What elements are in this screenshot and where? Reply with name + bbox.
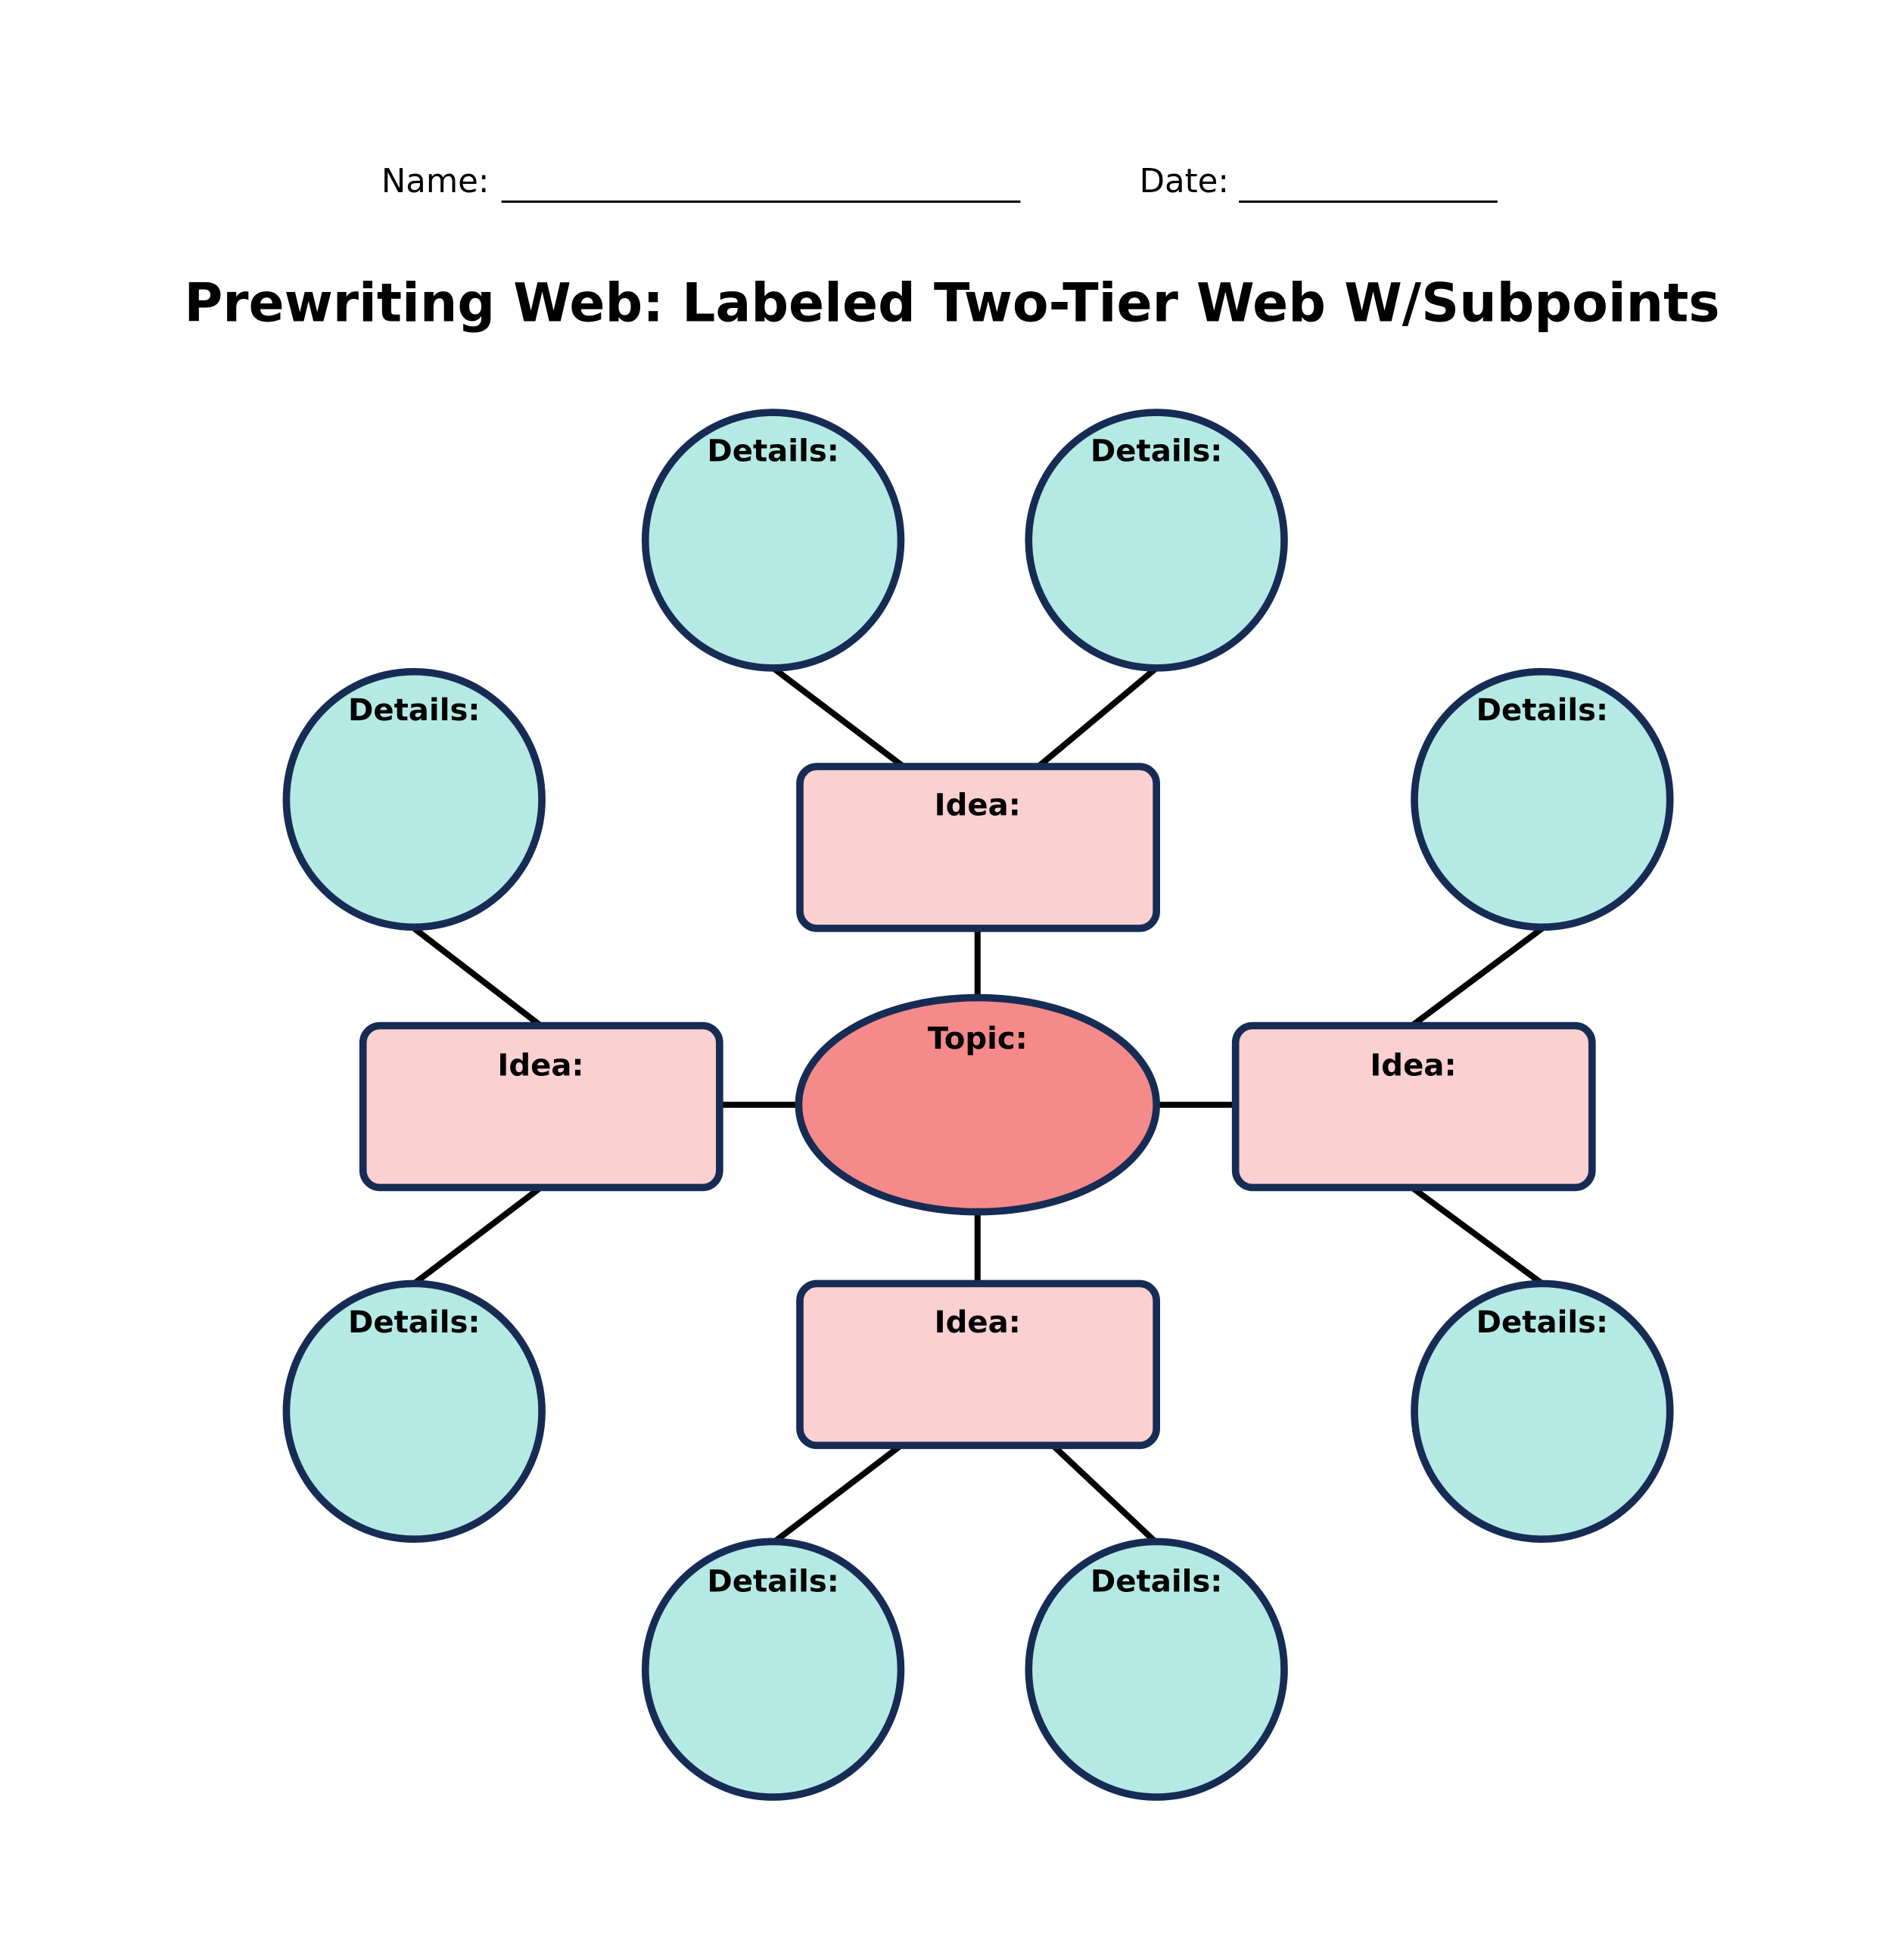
idea-label: Idea:	[497, 1049, 583, 1084]
details-label: Details:	[348, 1305, 481, 1340]
details-node[interactable]: Details:	[1411, 667, 1674, 931]
details-label: Details:	[707, 1564, 839, 1599]
idea-box[interactable]	[359, 1021, 723, 1192]
idea-box[interactable]	[1231, 1021, 1596, 1192]
connector	[771, 1443, 903, 1546]
details-node[interactable]: Details:	[1411, 1279, 1674, 1543]
connector	[771, 665, 906, 770]
connector	[1050, 1443, 1159, 1545]
details-label: Details:	[348, 693, 481, 728]
details-label: Details:	[1476, 693, 1609, 728]
date-field[interactable]: ________________	[1239, 165, 1498, 203]
details-circle[interactable]	[282, 667, 546, 931]
connector	[412, 925, 543, 1028]
connector	[412, 1185, 543, 1286]
details-node[interactable]: Details:	[282, 1279, 546, 1543]
connector	[1410, 1185, 1545, 1286]
details-label: Details:	[1090, 1564, 1223, 1599]
details-circle[interactable]	[641, 409, 905, 672]
idea-label: Idea:	[1370, 1049, 1456, 1084]
idea-node-top[interactable]: Idea:	[796, 763, 1160, 932]
date-label: Date:	[1140, 163, 1229, 201]
idea-box[interactable]	[796, 763, 1160, 932]
name-label: Name:	[381, 163, 490, 201]
connectors	[412, 665, 1545, 1546]
details-label: Details:	[707, 434, 839, 468]
details-node[interactable]: Details:	[1025, 1537, 1288, 1801]
details-node[interactable]: Details:	[1025, 409, 1288, 672]
details-circle[interactable]	[641, 1537, 905, 1801]
connector	[1410, 925, 1545, 1028]
connector	[1036, 665, 1159, 770]
topic-ellipse[interactable]	[795, 993, 1160, 1216]
idea-box[interactable]	[796, 1279, 1160, 1450]
idea-node-bottom[interactable]: Idea:	[796, 1279, 1160, 1450]
details-circle[interactable]	[282, 1279, 546, 1543]
idea-label: Idea:	[935, 1305, 1021, 1340]
idea-label: Idea:	[935, 788, 1021, 822]
details-circle[interactable]	[1025, 409, 1288, 672]
page-title: Prewriting Web: Labeled Two-Tier Web W/S…	[184, 272, 1719, 334]
idea-node-right[interactable]: Idea:	[1231, 1021, 1596, 1192]
details-circle[interactable]	[1411, 1279, 1674, 1543]
details-label: Details:	[1476, 1305, 1609, 1340]
details-circle[interactable]	[1411, 667, 1674, 931]
topic-label: Topic:	[928, 1021, 1028, 1056]
details-node[interactable]: Details:	[282, 667, 546, 931]
idea-node-left[interactable]: Idea:	[359, 1021, 723, 1192]
details-circle[interactable]	[1025, 1537, 1288, 1801]
details-node[interactable]: Details:	[641, 1537, 905, 1801]
name-field[interactable]: ________________________________	[501, 165, 1021, 203]
details-label: Details:	[1090, 434, 1223, 468]
topic-node[interactable]: Topic:	[795, 993, 1160, 1216]
details-node[interactable]: Details:	[641, 409, 905, 672]
